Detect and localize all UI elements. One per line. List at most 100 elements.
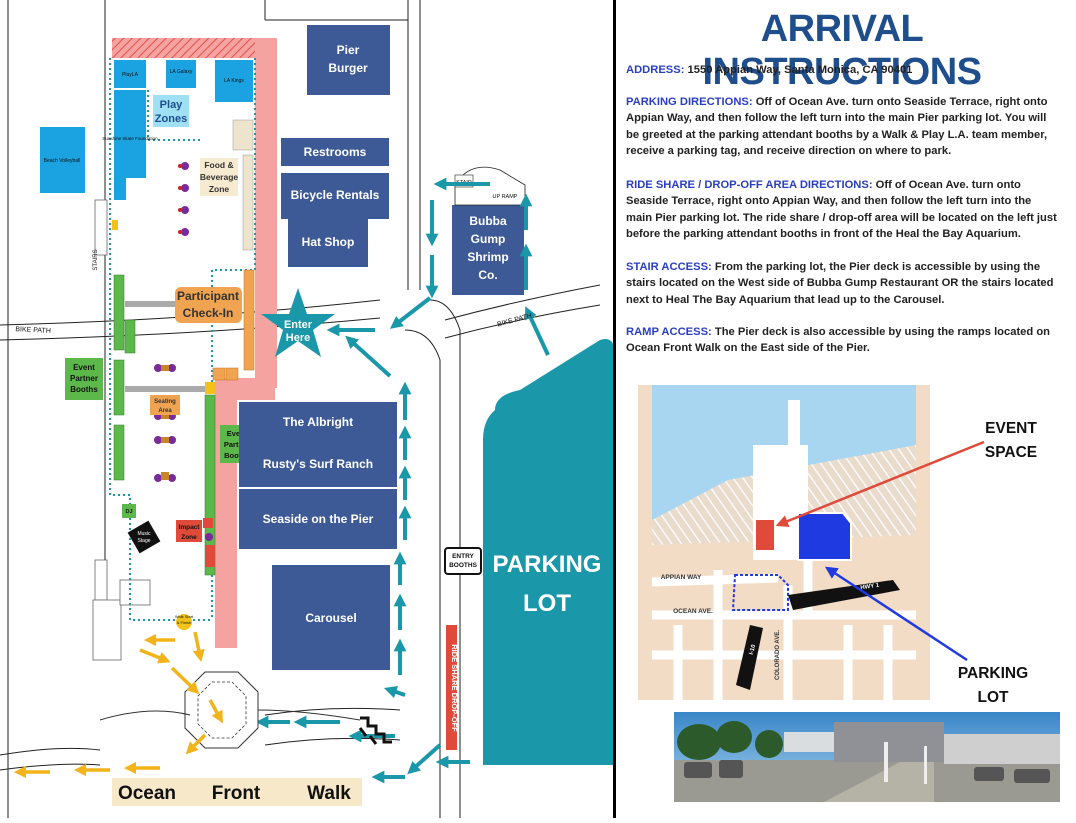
parking-label: PARKING DIRECTIONS: xyxy=(626,96,753,108)
partner-mid-1: Event xyxy=(227,429,248,438)
walkway-vertical xyxy=(255,38,277,388)
map-canvas: PlayLA LA Galaxy LA Kings Sunshine Skate… xyxy=(0,0,615,818)
playla-label: PlayLA xyxy=(122,72,139,78)
green-booths xyxy=(113,274,216,576)
address-label: ADDRESS: xyxy=(626,64,685,76)
play-zones-label-1: Play xyxy=(160,99,184,111)
i10-label: I-10 xyxy=(749,643,758,655)
music-stage xyxy=(127,520,161,554)
beach-volleyball-label: Beach Volleyball xyxy=(44,158,81,164)
seating-1: Seating xyxy=(154,399,176,405)
bubba-2: Gump xyxy=(471,232,506,246)
stairs-icon xyxy=(358,716,392,745)
partner-left-1: Event xyxy=(73,363,95,372)
restrooms-label: Restrooms xyxy=(304,145,367,159)
event-space-arrow xyxy=(775,440,985,528)
walk-start-marker[interactable] xyxy=(176,614,192,630)
albright-label: The Albright xyxy=(283,415,353,429)
food-label-2: Beverage xyxy=(200,172,239,182)
parking-lot-arrow xyxy=(824,566,968,662)
bike-path-left: BIKE PATH xyxy=(15,326,51,335)
hwy1-road xyxy=(788,580,900,610)
connector-checkin xyxy=(125,301,177,307)
enter-label-2: Here xyxy=(286,332,310,344)
locator-map-canvas: APPIAN WAY OCEAN AVE. COLORADO AVE. HWY … xyxy=(651,385,916,700)
impact-dot xyxy=(205,533,213,541)
food-zone-box xyxy=(200,158,238,196)
event-space-callout: EVENT SPACE xyxy=(968,417,1054,465)
page-title: ARRIVAL INSTRUCTIONS xyxy=(702,8,983,93)
partner-mid-3: Booths xyxy=(224,451,250,460)
rideshare-label: RIDE SHARE / DROP-OFF AREA DIRECTIONS: xyxy=(626,179,873,191)
event-space-line-2: SPACE xyxy=(984,444,1038,461)
parking-lot-callout: PARKING LOT xyxy=(938,662,1048,710)
pier-burger-1: Pier xyxy=(337,43,360,57)
front-label: Front xyxy=(212,783,261,804)
locator-map: APPIAN WAY OCEAN AVE. COLORADO AVE. HWY … xyxy=(638,385,930,700)
plaza-inner xyxy=(197,681,247,739)
bike-path-right: BIKE PATH xyxy=(497,313,533,329)
marker-yellow xyxy=(112,220,118,230)
parking-label-2: LOT xyxy=(523,590,571,617)
entry-booths-box xyxy=(444,547,482,575)
stairs-vertical-label: STAIRS xyxy=(93,249,99,270)
rideshare-text: Off of Ocean Ave. turn onto Seaside Terr… xyxy=(626,179,1057,240)
walk-route-arrows xyxy=(13,631,223,779)
stair-label: STAIR ACCESS: xyxy=(626,261,712,273)
walkway-lower xyxy=(215,378,237,648)
marker-yellow-2 xyxy=(205,382,215,394)
event-space-line-1: EVENT xyxy=(985,420,1037,437)
sunshine-label: Sunshine Skate Foundation xyxy=(102,136,158,141)
event-space-marker xyxy=(756,520,774,550)
up-ramp-label: UP RAMP xyxy=(493,194,518,200)
i10-road xyxy=(736,625,763,690)
seating-2: Area xyxy=(158,408,172,414)
partner-left-2: Partner xyxy=(70,374,98,383)
appian-way-label: APPIAN WAY xyxy=(661,574,702,581)
seaside-label: Seaside on the Pier xyxy=(263,512,374,526)
checkin-label-1: Participant xyxy=(177,289,239,303)
route-arrows xyxy=(255,177,550,784)
partner-booths-left-box xyxy=(65,358,103,400)
walkway-top xyxy=(112,38,277,58)
building-labels: Pier Burger Restrooms Bicycle Rentals Ha… xyxy=(263,43,509,625)
impact-marker-2 xyxy=(205,545,215,567)
parking-lot-area[interactable] xyxy=(483,339,615,765)
bicycle-rentals-label: Bicycle Rentals xyxy=(291,188,380,202)
walk-start-1: Walk Start xyxy=(175,614,194,619)
participant-checkin-box xyxy=(175,287,242,323)
stair-text: From the parking lot, the Pier deck is a… xyxy=(626,261,1054,306)
ride-share-label: RIDE SHARE DROP-OFF xyxy=(450,644,459,732)
callout-arrows xyxy=(775,440,985,662)
street-photo xyxy=(674,712,1060,802)
la-kings-zone xyxy=(215,60,253,102)
connector-seating xyxy=(125,386,205,392)
bubba-4: Co. xyxy=(478,268,497,282)
rustys-label: Rusty's Surf Ranch xyxy=(263,457,373,471)
ride-share-lane xyxy=(446,625,457,750)
partner-left-3: Booths xyxy=(70,385,98,394)
rideshare-paragraph: RIDE SHARE / DROP-OFF AREA DIRECTIONS: O… xyxy=(626,177,1058,242)
enter-label-1: Enter xyxy=(284,319,313,331)
la-kings-label: LA Kings xyxy=(224,78,244,84)
carousel-label: Carousel xyxy=(305,611,356,625)
route-dotted xyxy=(731,574,789,611)
dj-label: DJ xyxy=(125,509,132,515)
hwy1-label: HWY 1 xyxy=(860,583,880,592)
road-lines xyxy=(0,0,601,818)
parking-lot-line-2: LOT xyxy=(977,689,1009,706)
impact-zone-box xyxy=(176,520,202,542)
parking-text: Off of Ocean Ave. turn onto Seaside Terr… xyxy=(626,96,1048,157)
parking-paragraph: PARKING DIRECTIONS: Off of Ocean Ave. tu… xyxy=(626,94,1058,159)
zone-strip xyxy=(114,178,126,200)
impact-2: Zone xyxy=(181,534,197,541)
enter-here-star[interactable] xyxy=(261,288,335,357)
inset-roads xyxy=(651,560,916,700)
arrival-instructions-panel: ARRIVAL INSTRUCTIONS ADDRESS: 1550 Appia… xyxy=(622,0,1070,818)
checkin-label-2: Check-In xyxy=(183,306,234,320)
music-stage-1: Music xyxy=(137,531,151,537)
walk-start-2: & Finish xyxy=(177,620,191,625)
colorado-ave-label: COLORADO AVE. xyxy=(775,630,781,680)
parking-lot-marker xyxy=(797,512,852,561)
address-paragraph: ADDRESS: 1550 Appian Way, Santa Monica, … xyxy=(626,62,1058,78)
